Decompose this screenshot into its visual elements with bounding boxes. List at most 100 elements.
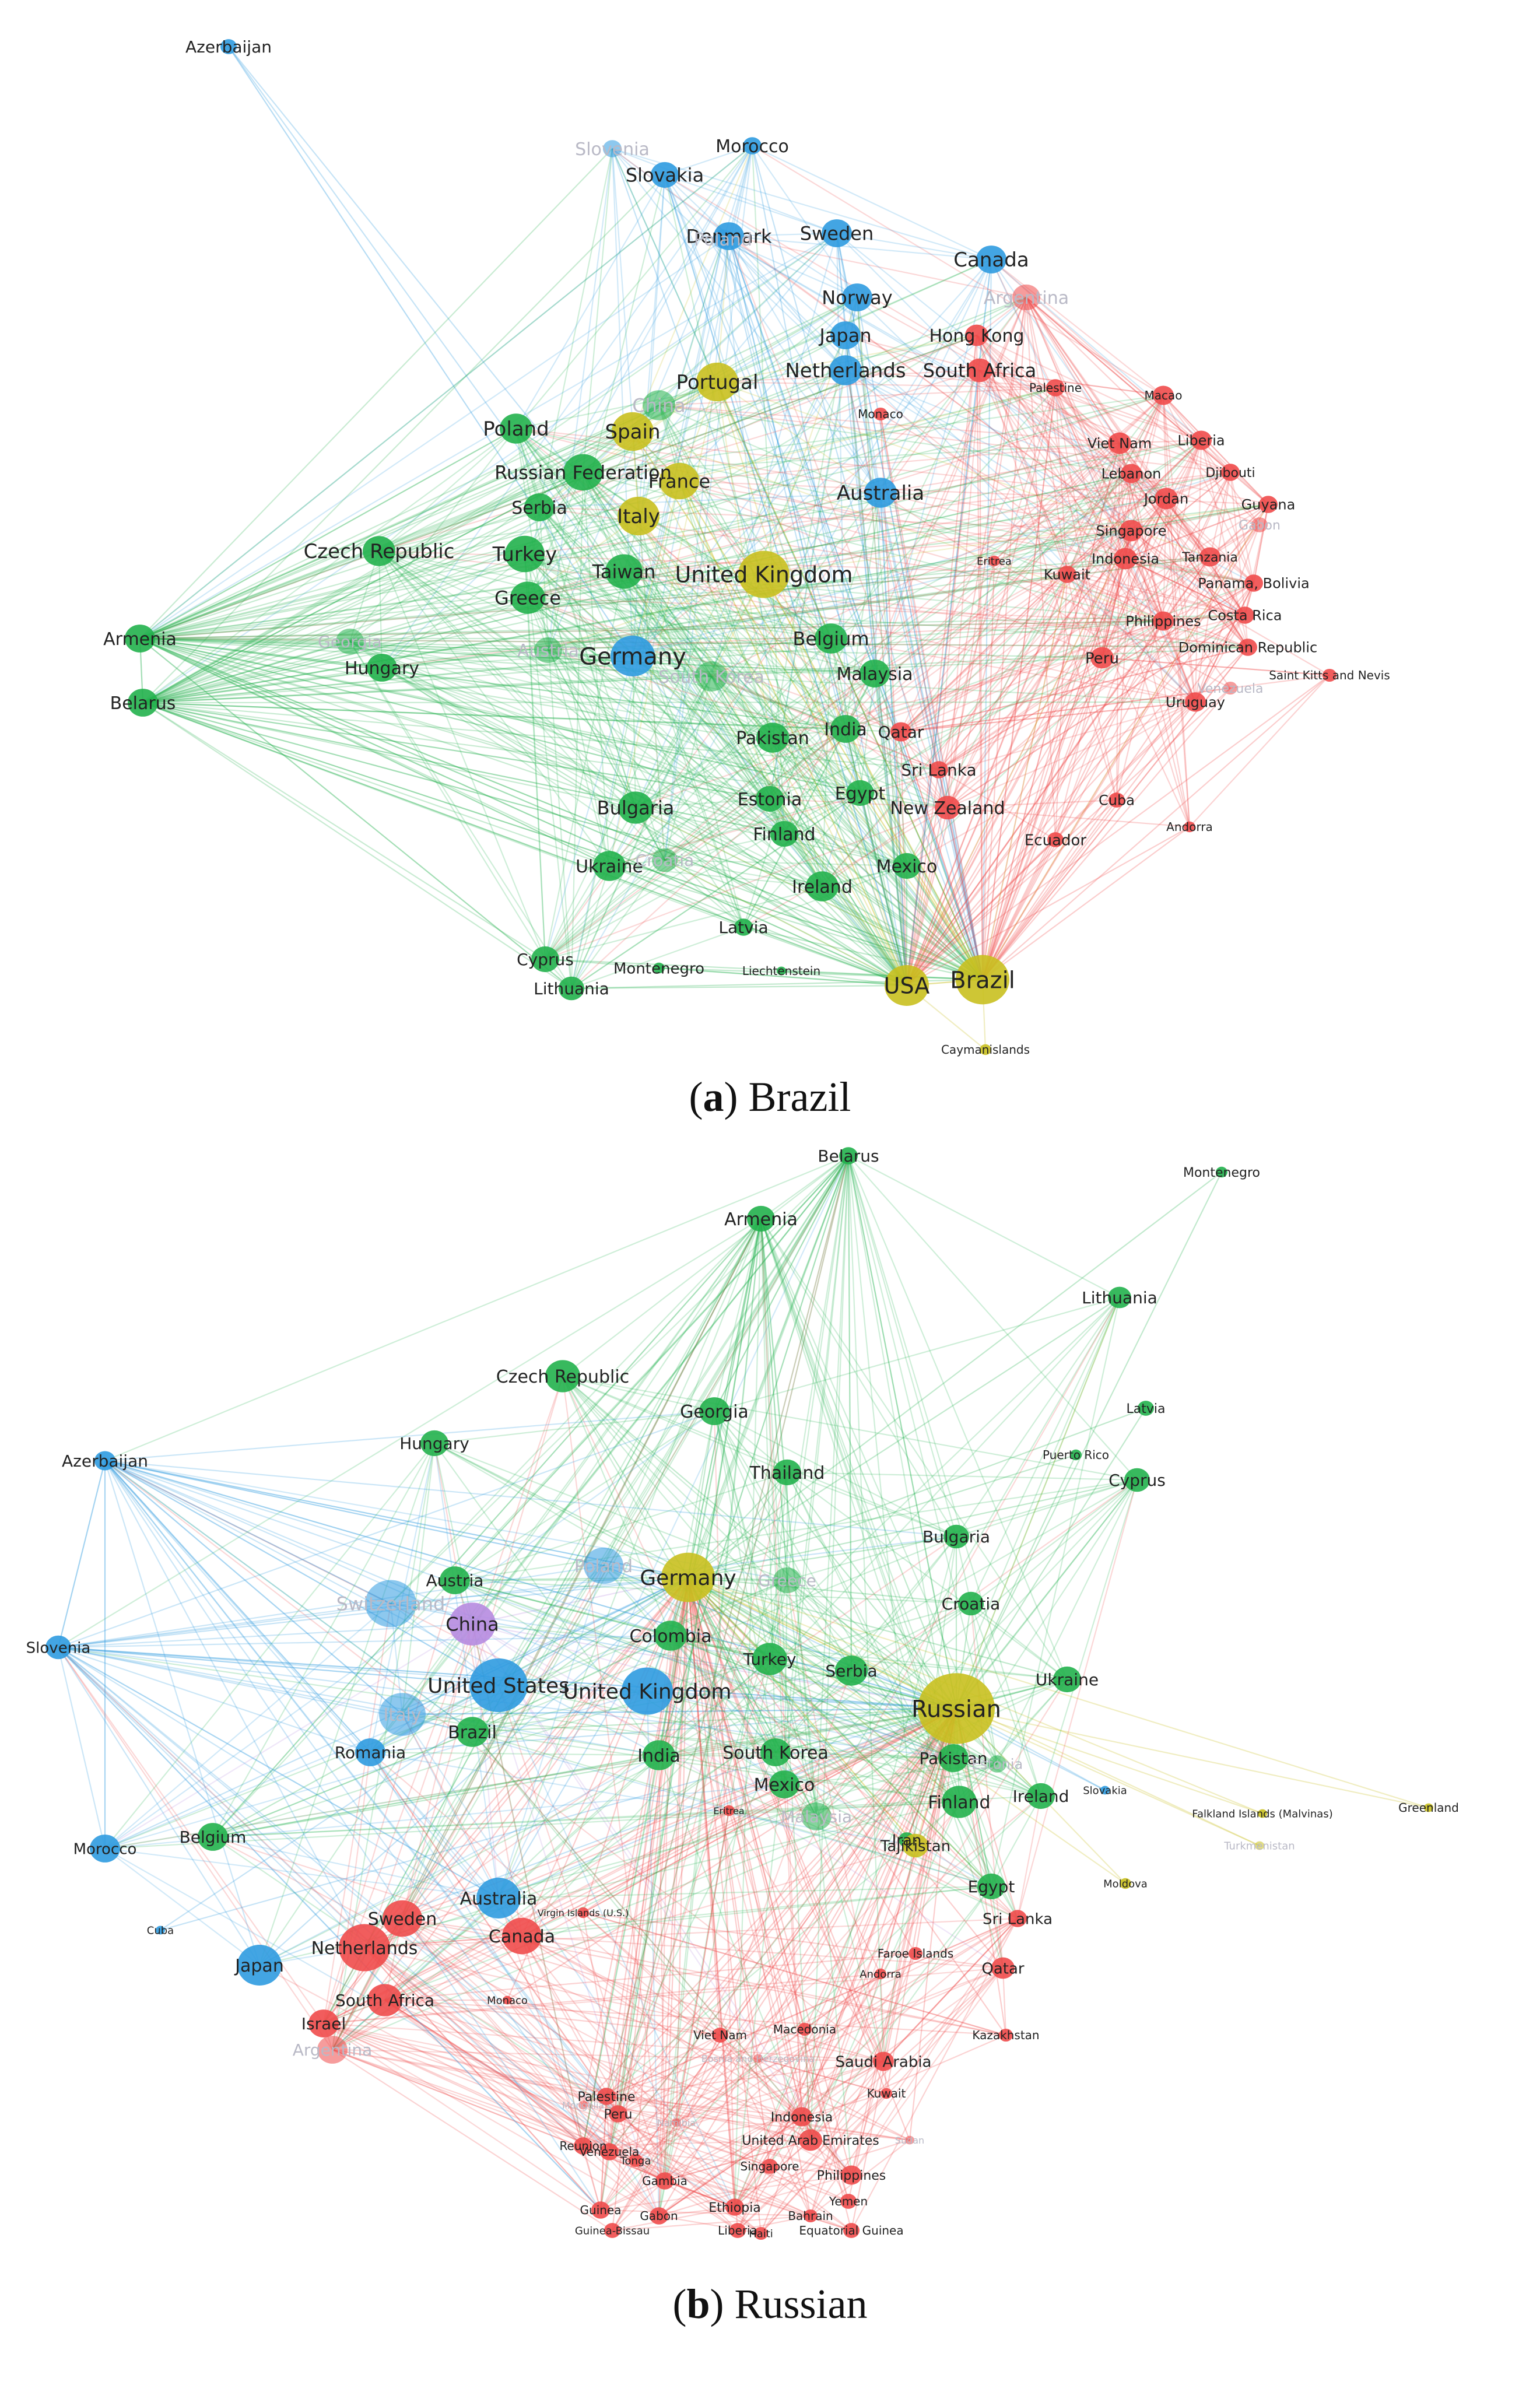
node-pakistan[interactable] [756, 722, 789, 753]
node-argentina[interactable] [1012, 284, 1040, 311]
node-djibouti[interactable] [1221, 464, 1240, 481]
node-south-korea[interactable] [760, 1738, 791, 1766]
node-bahrain[interactable] [804, 2209, 818, 2223]
node-bulgaria[interactable] [618, 791, 653, 824]
node-romania[interactable] [355, 1738, 385, 1766]
node-spain[interactable] [612, 412, 654, 451]
node-liberia[interactable] [1191, 430, 1212, 450]
node-liberia[interactable] [729, 2223, 746, 2238]
node-egypt[interactable] [977, 1873, 1005, 1900]
node-guinea[interactable] [591, 2201, 610, 2219]
node-slovenia[interactable] [45, 1635, 71, 1660]
node-andorra[interactable] [875, 1968, 886, 1980]
node-switzerland[interactable] [365, 1580, 416, 1628]
node-ethiopia[interactable] [725, 2198, 744, 2216]
node-viet-nam[interactable] [712, 2028, 728, 2043]
node-italy[interactable] [379, 1693, 426, 1736]
node-macedonia[interactable] [798, 2022, 812, 2036]
node-mexico[interactable] [769, 1770, 799, 1798]
node-lebanon[interactable] [1121, 464, 1142, 483]
node-australia[interactable] [476, 1878, 521, 1918]
node-ireland[interactable] [806, 871, 839, 902]
node-sri-lanka[interactable] [1008, 1910, 1027, 1927]
node-dominican-republic[interactable] [1239, 639, 1257, 656]
node-netherlands[interactable] [829, 355, 862, 385]
node-saudi-arabia[interactable] [873, 2051, 894, 2071]
node-canada[interactable] [502, 1917, 542, 1955]
node-macao[interactable] [1153, 385, 1174, 405]
node-poland[interactable] [584, 1547, 623, 1584]
node-brazil[interactable] [456, 1717, 489, 1747]
node-united-arab-emirates[interactable] [799, 2129, 822, 2151]
node-france[interactable] [660, 462, 699, 500]
node-indonesia[interactable] [791, 2107, 812, 2127]
node-sweden[interactable] [822, 219, 852, 247]
node-greece[interactable] [773, 1567, 801, 1594]
node-slovakia[interactable] [651, 162, 679, 188]
node-croatia[interactable] [652, 848, 678, 872]
node-faroe-islands[interactable] [908, 1946, 922, 1960]
node-china[interactable] [449, 1602, 496, 1646]
node-falkland-islands-malvinas[interactable] [1258, 1809, 1267, 1818]
node-tajikistan[interactable] [903, 1833, 928, 1858]
node-united-kingdom[interactable] [738, 550, 790, 598]
node-haiti[interactable] [754, 2226, 768, 2240]
node-india[interactable] [830, 715, 861, 743]
node-palestine[interactable] [1046, 379, 1065, 397]
node-azerbaijan[interactable] [94, 1451, 115, 1471]
node-pakistan[interactable] [938, 1744, 969, 1772]
node-armenia[interactable] [747, 1205, 775, 1232]
node-finland[interactable] [942, 1786, 977, 1818]
node-kuwait[interactable] [880, 2088, 892, 2099]
node-georgia[interactable] [336, 628, 364, 655]
node-bosnia-and-herzegovina[interactable] [753, 2054, 763, 2063]
node-georgia[interactable] [699, 1397, 729, 1425]
node-eritrea[interactable] [988, 555, 1000, 567]
node-israel[interactable] [308, 2009, 339, 2037]
node-mexico[interactable] [893, 853, 921, 879]
node-kuwait[interactable] [1058, 566, 1076, 583]
node-czech-republic[interactable] [545, 1360, 580, 1393]
node-united-states[interactable] [469, 1658, 528, 1712]
node-hungary[interactable] [420, 1430, 448, 1457]
node-peru[interactable] [1090, 647, 1114, 669]
node-jordan[interactable] [1155, 487, 1178, 510]
node-tanzania[interactable] [1199, 547, 1220, 567]
node-singapore[interactable] [1120, 520, 1143, 542]
node-argentina[interactable] [317, 2036, 348, 2064]
node-palestine[interactable] [597, 2088, 616, 2105]
node-turkey[interactable] [752, 1643, 787, 1675]
node-greenland[interactable] [1424, 1803, 1433, 1812]
node-serbia[interactable] [835, 1656, 868, 1686]
node-serbia[interactable] [524, 493, 555, 521]
node-caymanislands[interactable] [980, 1044, 991, 1055]
node-egypt[interactable] [846, 780, 874, 806]
node-cuba[interactable] [1108, 792, 1125, 808]
node-montenegro[interactable] [653, 962, 665, 974]
node-south-korea[interactable] [695, 661, 728, 692]
node-lithuania[interactable] [1108, 1286, 1131, 1309]
node-morocco[interactable] [743, 137, 762, 155]
node-equatorial-guinea[interactable] [843, 2223, 860, 2238]
node-taiwan[interactable] [605, 554, 643, 589]
node-new-zealand[interactable] [935, 795, 960, 820]
node-viet-nam[interactable] [1108, 432, 1131, 454]
node-finland[interactable] [770, 820, 798, 847]
node-ireland[interactable] [1027, 1783, 1055, 1809]
node-gambia[interactable] [655, 2172, 674, 2190]
node-sweden[interactable] [383, 1900, 422, 1937]
node-greece[interactable] [510, 581, 545, 614]
node-gabon[interactable] [1251, 517, 1268, 532]
node-germany[interactable] [661, 1552, 715, 1602]
node-belarus[interactable] [128, 689, 158, 717]
node-russian[interactable] [918, 1673, 995, 1744]
node-turkmenistan[interactable] [1255, 1841, 1264, 1850]
node-qatar[interactable] [991, 1957, 1015, 1979]
node-latvia[interactable] [1138, 1401, 1154, 1416]
node-slovenia[interactable] [603, 140, 622, 157]
node-belarus[interactable] [839, 1147, 858, 1165]
node-slovakia[interactable] [1100, 1786, 1110, 1795]
node-poland[interactable] [500, 413, 532, 444]
node-united-kingdom[interactable] [622, 1667, 673, 1715]
node-colombia[interactable] [654, 1621, 687, 1651]
